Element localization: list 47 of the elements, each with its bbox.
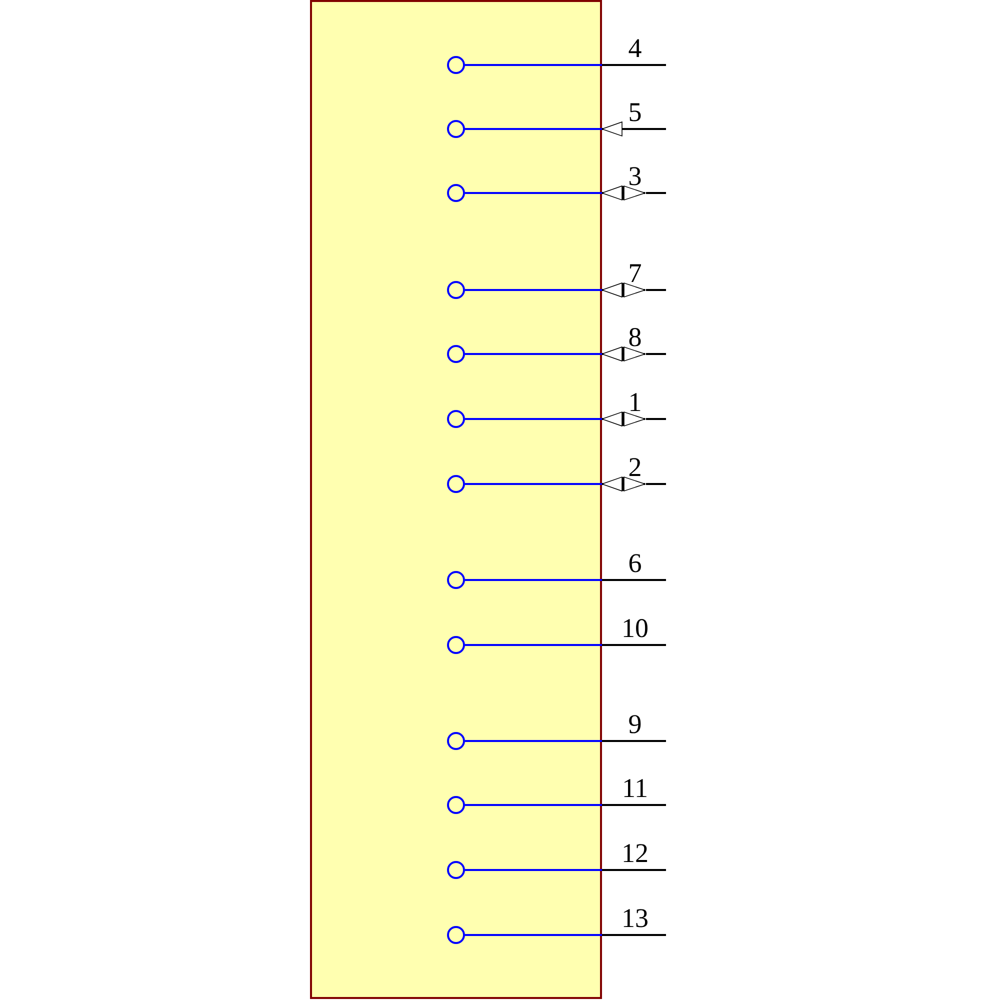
pin-circle: [447, 926, 465, 944]
pin-circle: [447, 732, 465, 750]
pin-lead: [465, 740, 602, 742]
pin-number: 9: [629, 715, 641, 734]
pin-number: 11: [624, 779, 646, 797]
pin-lead: [465, 418, 602, 420]
pin-circle: [447, 410, 465, 428]
pin-lead: [465, 483, 602, 485]
pin-number: 3: [630, 167, 641, 186]
pin-lead: [465, 64, 602, 66]
pin-number: 10: [624, 619, 648, 638]
component-body: [310, 0, 602, 1000]
pin-number: 13: [624, 909, 648, 928]
pin-lead: [465, 128, 602, 130]
pin-circle: [447, 475, 465, 493]
pin-number: 6: [629, 554, 641, 572]
pin-circle: [447, 345, 465, 363]
pin-lead: [465, 192, 602, 194]
pin-number: 5: [630, 103, 641, 122]
pin-line: [602, 869, 666, 871]
pin-lead: [465, 644, 602, 646]
pin-line: [602, 579, 666, 581]
pin-line: [602, 934, 666, 936]
pin-circle: [447, 571, 465, 589]
pin-number: 12: [624, 844, 648, 862]
pin-lead: [465, 579, 602, 581]
pin-lead: [465, 869, 602, 871]
pin-circle: [447, 56, 465, 74]
pin-circle: [447, 184, 465, 202]
pin-lead: [465, 804, 602, 806]
pin-number: 4: [628, 39, 642, 57]
pin-number: 2: [629, 458, 640, 476]
pin-lead: [465, 934, 602, 936]
pin-circle: [447, 861, 465, 879]
pin-circle: [447, 281, 465, 299]
pin-line: [602, 64, 666, 66]
pin-line: [602, 804, 666, 806]
pin-line: [602, 644, 666, 646]
pin-line: [602, 740, 666, 742]
pin-circle: [447, 796, 465, 814]
pin-lead: [465, 353, 602, 355]
pin-number: 7: [630, 264, 641, 282]
pin-number: 8: [629, 328, 641, 346]
pin-number: 1: [630, 393, 640, 411]
pin-circle: [447, 120, 465, 138]
pin-circle: [447, 636, 465, 654]
pin-lead: [465, 289, 602, 291]
